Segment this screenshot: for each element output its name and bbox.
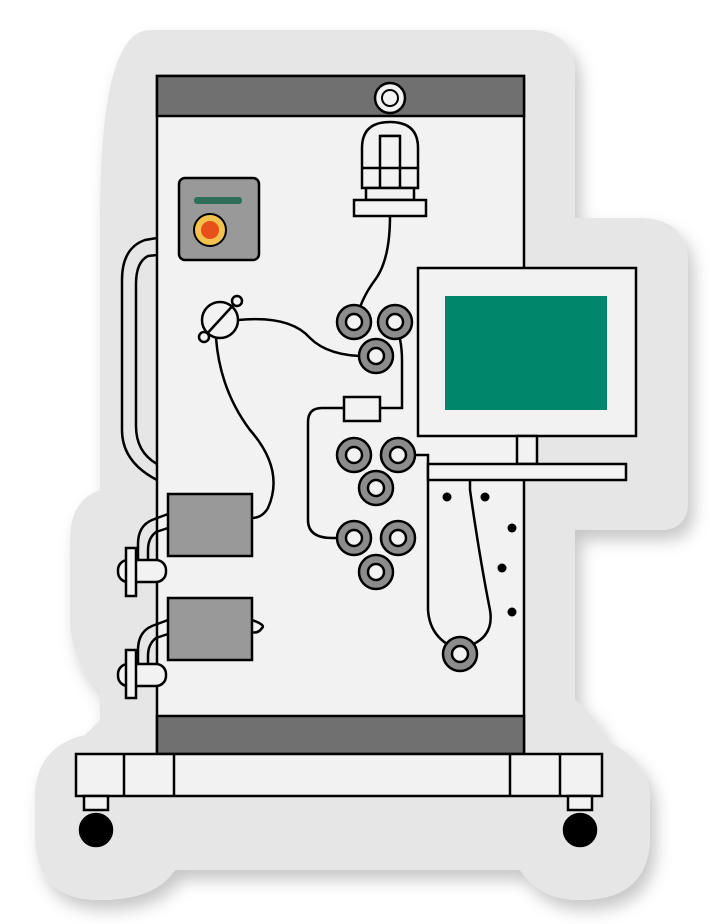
pump-module-upper (116, 492, 254, 598)
roller-group-middle (335, 436, 417, 507)
display-screen-icon (416, 266, 638, 482)
side-handle (120, 236, 158, 482)
indicator-dots (442, 492, 517, 617)
connector-block (342, 395, 382, 423)
roller-group-lower (335, 519, 417, 591)
beacon-light-icon (352, 120, 428, 218)
tension-roller (441, 635, 479, 673)
caster-wheel-icon (78, 794, 598, 848)
roller-group-upper (335, 303, 414, 375)
emergency-stop-icon (177, 176, 261, 262)
pump-module-lower (116, 596, 254, 700)
valve-icon (197, 294, 244, 344)
top-frame-bar (155, 74, 526, 118)
top-indicator-icon (373, 81, 407, 115)
bottom-frame-bar (155, 714, 526, 756)
machine-base (74, 752, 604, 798)
